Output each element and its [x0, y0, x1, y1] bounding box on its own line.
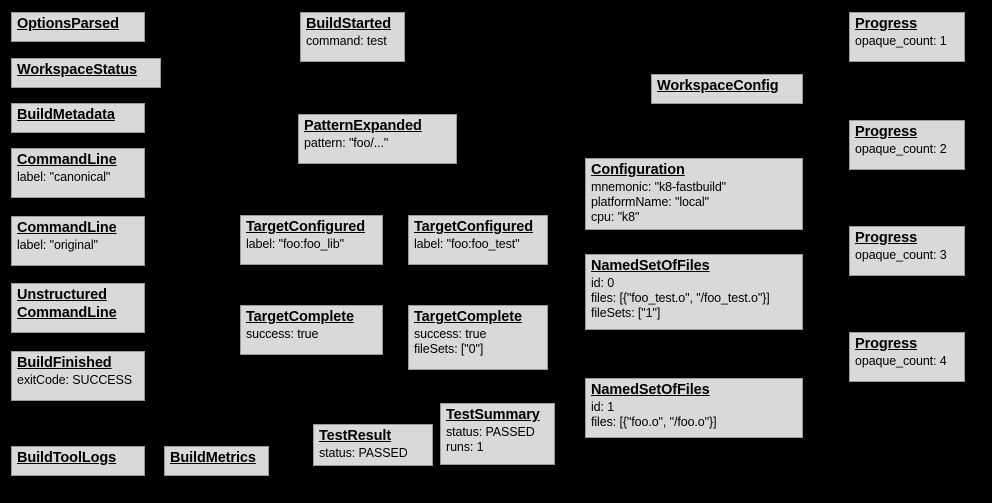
node-test-result[interactable]: TestResult status: PASSED — [313, 424, 433, 466]
node-title: NamedSetOfFiles — [591, 258, 710, 274]
node-title: Progress — [855, 16, 918, 32]
node-fields: exitCode: SUCCESS — [17, 373, 139, 388]
node-build-metadata[interactable]: BuildMetadata — [11, 103, 145, 133]
node-fields: success: true — [246, 327, 377, 342]
node-build-metrics[interactable]: BuildMetrics — [164, 446, 269, 476]
node-options-parsed[interactable]: OptionsParsed — [11, 12, 145, 42]
node-field: fileSets: ["1"] — [591, 305, 661, 320]
node-target-configured-foo-test[interactable]: TargetConfigured label: "foo:foo_test" — [408, 215, 548, 265]
node-field: id: 1 — [591, 400, 615, 415]
node-field: status: PASSED — [446, 425, 535, 440]
node-field: id: 0 — [591, 276, 615, 291]
node-title: TargetComplete — [414, 309, 522, 325]
node-field: platformName: "local" — [591, 194, 709, 209]
node-title: TargetComplete — [246, 309, 354, 325]
node-title: PatternExpanded — [304, 118, 422, 134]
node-fields: label: "original" — [17, 238, 139, 253]
node-fields: status: PASSED — [319, 446, 427, 461]
node-command-line-canonical[interactable]: CommandLine label: "canonical" — [11, 148, 145, 198]
node-progress-3[interactable]: Progress opaque_count: 3 — [849, 226, 965, 276]
node-fields: label: "canonical" — [17, 170, 139, 185]
node-fields: opaque_count: 3 — [855, 248, 959, 263]
node-field: label: "original" — [17, 238, 98, 253]
node-configuration[interactable]: Configuration mnemonic: "k8-fastbuild"pla… — [585, 158, 803, 230]
node-field: exitCode: SUCCESS — [17, 373, 133, 388]
node-fields: opaque_count: 2 — [855, 142, 959, 157]
node-title: NamedSetOfFiles — [591, 382, 710, 398]
node-fields: opaque_count: 4 — [855, 354, 959, 369]
node-title: TargetConfigured — [246, 219, 365, 235]
node-field: success: true — [246, 327, 319, 342]
node-title: TestSummary — [446, 407, 540, 423]
node-unstructured-command-line[interactable]: Unstructured CommandLine — [11, 283, 145, 333]
node-title: TestResult — [319, 428, 392, 444]
node-command-line-original[interactable]: CommandLine label: "original" — [11, 216, 145, 266]
node-title: BuildMetrics — [170, 450, 256, 466]
node-field: fileSets: ["0"] — [414, 341, 484, 356]
node-target-complete-foo-lib[interactable]: TargetComplete success: true — [240, 305, 383, 355]
node-workspace-status[interactable]: WorkspaceStatus — [11, 58, 161, 88]
node-fields: opaque_count: 1 — [855, 34, 959, 49]
node-title: WorkspaceConfig — [657, 78, 779, 94]
node-progress-2[interactable]: Progress opaque_count: 2 — [849, 120, 965, 170]
node-title: BuildFinished — [17, 355, 112, 371]
node-field: opaque_count: 3 — [855, 248, 947, 263]
node-title: BuildToolLogs — [17, 450, 117, 466]
node-field: opaque_count: 1 — [855, 34, 947, 49]
node-field: opaque_count: 2 — [855, 142, 947, 157]
node-field: label: "foo:foo_lib" — [246, 237, 344, 252]
node-field: files: [{"foo.o", "/foo.o"}] — [591, 414, 717, 429]
node-title: BuildMetadata — [17, 107, 115, 123]
node-title: Progress — [855, 124, 918, 140]
node-title: Configuration — [591, 162, 685, 178]
node-field: command: test — [306, 34, 387, 49]
node-field: mnemonic: "k8-fastbuild" — [591, 180, 727, 195]
node-pattern-expanded[interactable]: PatternExpanded pattern: "foo/..." — [298, 114, 457, 164]
node-progress-1[interactable]: Progress opaque_count: 1 — [849, 12, 965, 62]
node-fields: label: "foo:foo_lib" — [246, 237, 377, 252]
node-field: label: "canonical" — [17, 170, 111, 185]
node-field: opaque_count: 4 — [855, 354, 947, 369]
node-title: Progress — [855, 230, 918, 246]
node-title: WorkspaceStatus — [17, 62, 137, 78]
node-title: BuildStarted — [306, 16, 392, 32]
node-build-started[interactable]: BuildStarted command: test — [300, 12, 405, 62]
node-workspace-config[interactable]: WorkspaceConfig — [651, 74, 803, 104]
node-field: status: PASSED — [319, 446, 408, 461]
node-title: Progress — [855, 336, 918, 352]
node-fields: command: test — [306, 34, 399, 49]
node-fields: mnemonic: "k8-fastbuild"platformName: "l… — [591, 180, 797, 224]
node-title: OptionsParsed — [17, 16, 119, 32]
node-title: TargetConfigured — [414, 219, 533, 235]
node-fields: label: "foo:foo_test" — [414, 237, 542, 252]
node-progress-4[interactable]: Progress opaque_count: 4 — [849, 332, 965, 382]
node-field: cpu: "k8" — [591, 209, 640, 224]
node-title: CommandLine — [17, 220, 117, 236]
node-build-tool-logs[interactable]: BuildToolLogs — [11, 446, 145, 476]
node-field: success: true — [414, 327, 487, 342]
node-fields: pattern: "foo/..." — [304, 136, 451, 151]
node-build-finished[interactable]: BuildFinished exitCode: SUCCESS — [11, 351, 145, 401]
node-field: runs: 1 — [446, 439, 484, 454]
node-target-configured-foo-lib[interactable]: TargetConfigured label: "foo:foo_lib" — [240, 215, 383, 265]
node-field: label: "foo:foo_test" — [414, 237, 520, 252]
node-title: Unstructured CommandLine — [17, 287, 117, 321]
node-field: pattern: "foo/..." — [304, 136, 389, 151]
node-field: files: [{"foo_test.o", "/foo_test.o"}] — [591, 290, 770, 305]
node-title: CommandLine — [17, 152, 117, 168]
